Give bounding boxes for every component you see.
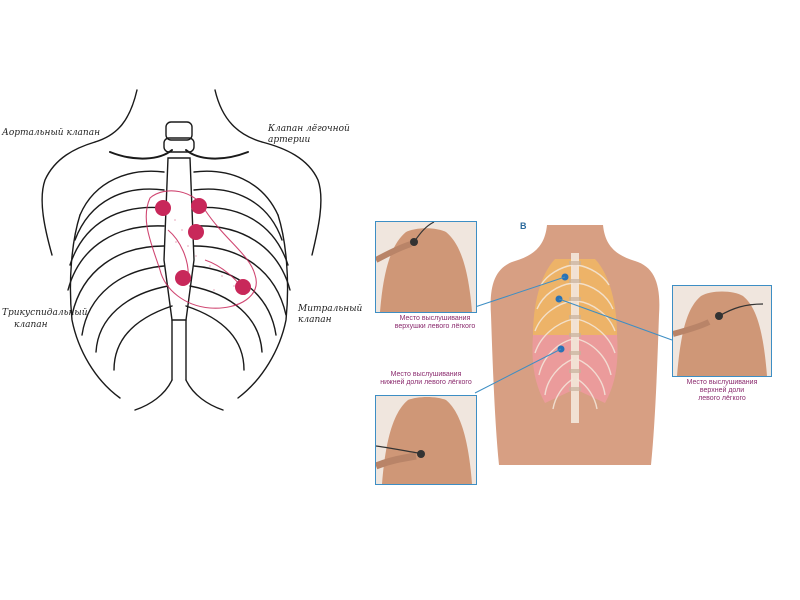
panel-letter: В [520,221,527,231]
upper-lobe-label-2: верхней доли [699,387,745,394]
upper-lobe-label-3: левого лёгкого [698,395,746,402]
valve-points [155,198,251,295]
lower-lobe-label-1: Место выслушивания [390,371,462,378]
upper-lobe-label-1: Место выслушивания [686,379,758,386]
pulmonary-valve-label: Клапан лёгочной артерии [268,124,350,145]
inset-lower-lobe-photo [375,395,477,485]
apex-label-2: верхушки левого лёгкого [394,323,476,330]
apex-label-1: Место выслушивания [399,315,471,322]
tricuspid-valve-label-1: Трикуспидальный [2,308,88,318]
pulmonary-point [191,198,207,214]
tricuspid-upper-point [188,224,204,240]
connector-lines [474,276,673,394]
back-auscultation-diagram: В [370,215,790,490]
aortic-valve-label: Аортальный клапан [2,128,101,138]
mitral-valve-label: Митральный клапан [298,304,363,325]
tricuspid-valve-label-2: клапан [14,320,48,330]
mitral-point [235,279,251,295]
inset-upper-lobe-photo [672,285,772,377]
rib-cage-drawing [41,89,322,411]
back-torso [490,225,660,465]
aortic-point [155,200,171,216]
tricuspid-point [175,270,191,286]
inset-apex-photo [375,221,477,313]
chest-valve-diagram: Аортальный клапан Клапан лёгочной артери… [0,80,380,420]
lower-lobe-label-2: нижней доли левого лёгкого [380,379,472,386]
